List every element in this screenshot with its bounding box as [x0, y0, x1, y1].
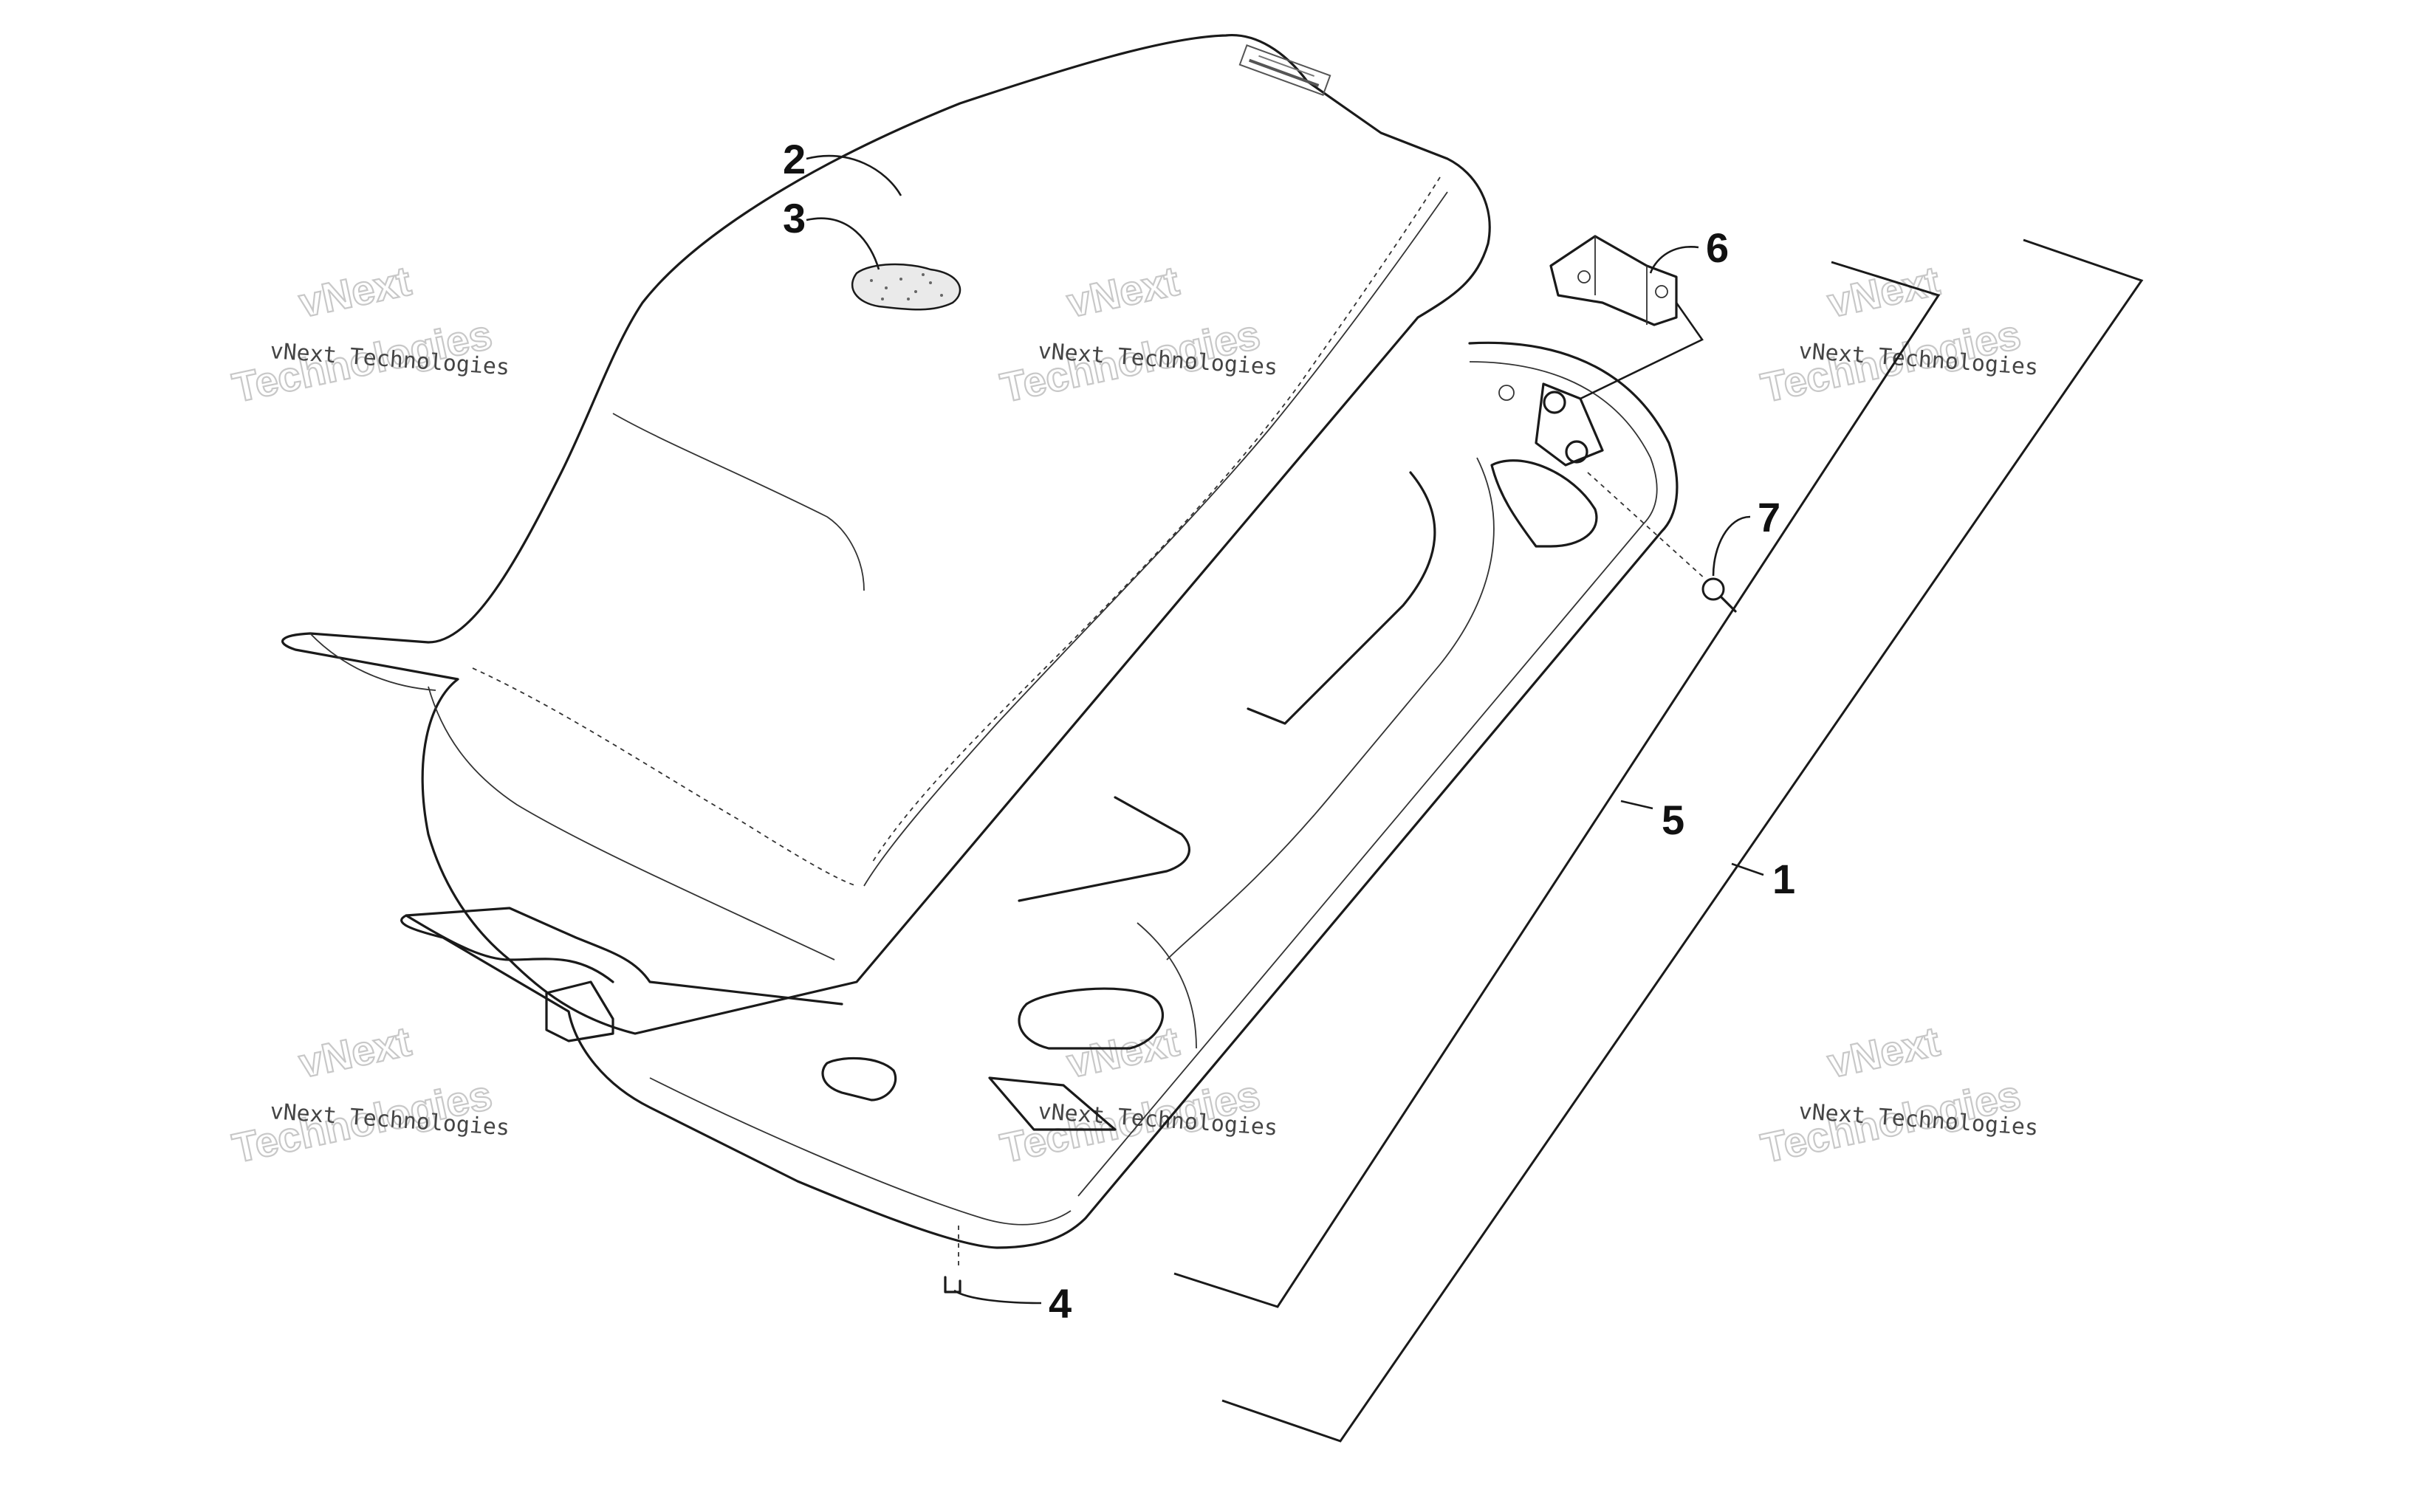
- seat-base-cutout-lower: [988, 1076, 1117, 1131]
- leader-4: [953, 1289, 1042, 1305]
- watermark-vnext-outline: vNext: [1063, 1017, 1182, 1086]
- watermark-bottom-left: vNext Technologies vNext Technologies: [227, 1017, 510, 1172]
- latch-bracket-hole-icon: [1577, 270, 1591, 284]
- mount-boss-icon: [1543, 391, 1566, 414]
- latch-bracket: [1549, 235, 1678, 326]
- seat-stitch-front: [472, 667, 857, 887]
- clip: [944, 1226, 962, 1293]
- watermark-vnext-outline: vNext: [295, 257, 414, 326]
- watermark-top-left: vNext Technologies vNext Technologies: [227, 256, 510, 412]
- watermark-top-middle: vNext Technologies vNext Technologies: [995, 256, 1278, 412]
- seat-base-inner-rim: [1077, 361, 1658, 1197]
- callout-7: 7: [1758, 494, 1780, 540]
- watermark-bottom-middle: vNext Technologies vNext Technologies: [995, 1017, 1278, 1172]
- seat-base-front-lip: [405, 914, 614, 983]
- fastener: [1587, 472, 1737, 613]
- seat-base-lower-edge: [649, 1077, 1072, 1226]
- seat-front-edge: [309, 633, 436, 691]
- callout-6: 6: [1706, 224, 1729, 271]
- seat-cover-outline: [281, 34, 1491, 1035]
- seat-base-outline: [400, 341, 1679, 1249]
- seat-base-rear-slot: [1490, 459, 1598, 548]
- mount-boss-icon: [1565, 440, 1588, 464]
- seat-base-front-tab: [545, 980, 614, 1042]
- callout-5: 5: [1662, 797, 1684, 843]
- watermark-vnext-outline: vNext: [295, 1017, 414, 1086]
- seat-base-rib-1: [1166, 457, 1495, 961]
- seat-side-edge: [428, 686, 835, 961]
- leader-7: [1712, 515, 1751, 577]
- seat-base: [400, 341, 1679, 1249]
- seat-logo-icon: [1238, 44, 1331, 96]
- watermark-vnext-outline: vNext: [1063, 257, 1182, 326]
- watermark-vnext-outline: vNext: [1823, 1017, 1943, 1086]
- callout-2: 2: [783, 136, 806, 182]
- watermark-top-right: vNext Technologies vNext Technologies: [1756, 256, 2039, 412]
- bracket-part-1: [1221, 238, 2144, 1443]
- callout-1: 1: [1772, 856, 1795, 902]
- clip-icon: [944, 1276, 962, 1293]
- leader-2: [806, 154, 902, 196]
- seat-base-cutout-small: [821, 1056, 897, 1102]
- seat-base-cutout-large: [1018, 987, 1165, 1050]
- seat-cover: [281, 34, 1491, 1035]
- latch-bracket-fold: [1594, 236, 1648, 325]
- leader-3: [806, 217, 880, 270]
- latch-mount: [1498, 382, 1604, 467]
- foam-patch-icon: [851, 263, 962, 311]
- leader-1: [1731, 862, 1764, 876]
- callout-4: 4: [1049, 1280, 1072, 1327]
- leader-6: [1580, 246, 1704, 400]
- bracket-part-5: [1173, 261, 1941, 1308]
- watermark-bottom-right: vNext Technologies vNext Technologies: [1756, 1017, 2039, 1172]
- leader-5: [1620, 800, 1653, 810]
- mount-hole-icon: [1498, 385, 1515, 401]
- foam-texture: [870, 273, 943, 300]
- latch-bracket-outline: [1549, 235, 1678, 326]
- seat-base-channel-lower: [1018, 796, 1190, 902]
- seat-seam-left: [612, 413, 865, 591]
- seat-stitch-top: [871, 176, 1441, 865]
- callout-3: 3: [783, 195, 806, 241]
- latch-bracket-hole-icon: [1655, 285, 1668, 298]
- seat-base-channel: [1247, 471, 1436, 725]
- fastener-centerline: [1587, 472, 1707, 580]
- seat-base-rib-2: [1137, 922, 1197, 1049]
- fastener-head-icon: [1701, 577, 1725, 601]
- seat-seam-center: [863, 191, 1448, 887]
